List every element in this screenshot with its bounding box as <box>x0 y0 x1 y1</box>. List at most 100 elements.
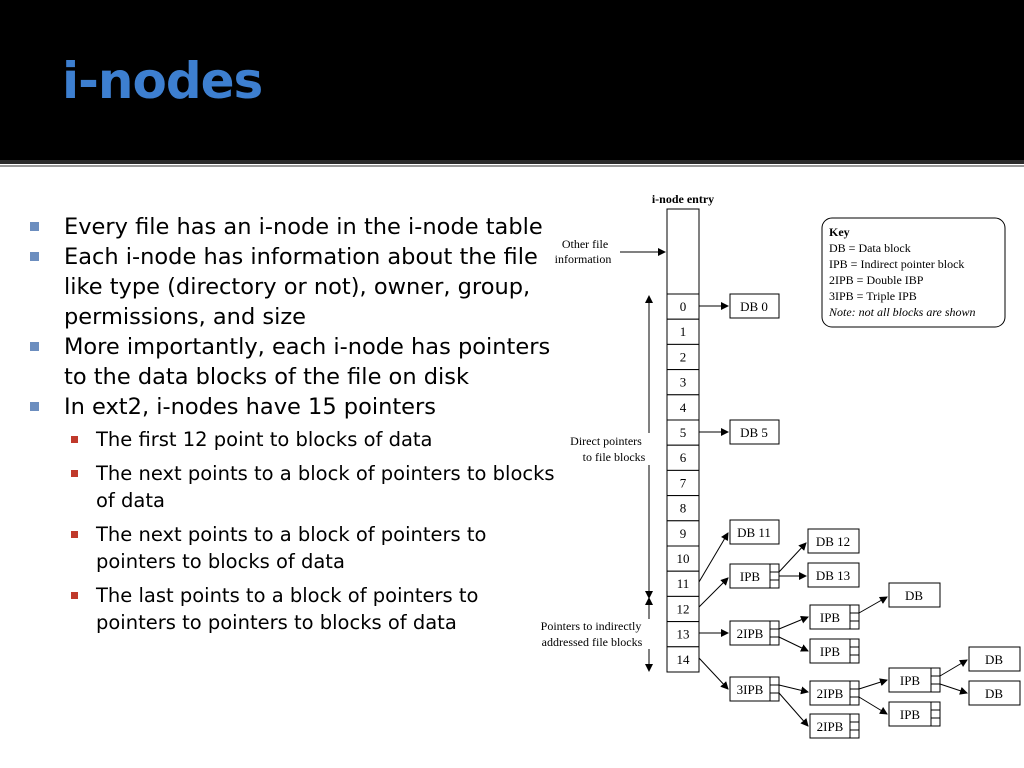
sub-bullet-marker <box>71 436 78 443</box>
inode-slot-label: 13 <box>677 627 690 642</box>
other-info-label-2: information <box>555 252 612 266</box>
inode-slot-label: 0 <box>680 299 687 314</box>
block-db0: DB 0 <box>729 293 780 319</box>
title-divider <box>0 160 1024 164</box>
block-label: DB <box>905 588 923 603</box>
title-bar <box>0 0 1024 160</box>
inode-slot <box>666 469 700 497</box>
inode-slot-label: 6 <box>680 450 687 465</box>
block-2ipb: 2IPB <box>809 680 860 706</box>
block-db: DB <box>888 582 941 608</box>
block-label: IPB <box>820 644 841 659</box>
bullet-text: In ext2, i-nodes have 15 pointers <box>64 394 436 420</box>
block-label: DB 5 <box>740 425 768 440</box>
block-ipb: IPB <box>888 667 941 693</box>
inode-entry-title: i-node entry <box>652 192 714 206</box>
sub-bullet-marker <box>71 531 78 538</box>
block-ipb: IPB <box>729 563 780 589</box>
inode-slot <box>666 621 700 648</box>
other-info-label-1: Other file <box>562 237 608 251</box>
key-note: Note: not all blocks are shown <box>828 305 976 319</box>
block-label: IPB <box>820 610 841 625</box>
block-db13: DB 13 <box>807 562 860 588</box>
block-db: DB <box>968 680 1021 706</box>
inode-slot-label: 5 <box>680 425 687 440</box>
bullet-marker <box>30 402 39 411</box>
sub-bullet-text: The next points to a block of pointers t… <box>96 462 555 512</box>
inode-slot-label: 7 <box>680 475 687 490</box>
indirect-label-bg <box>528 619 654 649</box>
sub-bullet-text: The next points to a block of pointers t… <box>96 523 487 573</box>
sub-bullet-item: The next points to a block of pointers t… <box>30 460 560 514</box>
inode-slot-label: 11 <box>677 576 690 591</box>
inode-slot <box>666 293 700 320</box>
inode-slot <box>666 545 700 572</box>
inode-slot <box>666 646 700 673</box>
direct-label-1: Direct pointers <box>570 434 642 448</box>
inode-slot-label: 3 <box>680 375 687 390</box>
pointer-arrows <box>698 302 968 727</box>
block-label: 2IPB <box>817 719 844 734</box>
bullet-marker <box>30 222 39 231</box>
bullet-text: Every file has an i-node in the i-node t… <box>64 214 543 240</box>
key-line: IPB = Indirect pointer block <box>829 257 964 271</box>
sub-bullet-item: The first 12 point to blocks of data <box>30 426 560 453</box>
inode-slot-label: 14 <box>677 652 691 667</box>
key-line: 2IPB = Double IBP <box>829 273 924 287</box>
key-line: 3IPB = Triple IPB <box>829 289 917 303</box>
bullet-item: Every file has an i-node in the i-node t… <box>30 212 560 242</box>
inode-slot-label: 1 <box>680 324 687 339</box>
block-2ipb: 2IPB <box>809 713 860 739</box>
block-label: DB 13 <box>816 568 850 583</box>
bullet-text: Each i-node has information about the fi… <box>64 244 538 330</box>
inode-slot <box>666 495 700 522</box>
bullet-item: More importantly, each i-node has pointe… <box>30 332 560 392</box>
inode-slot-label: 10 <box>677 551 690 566</box>
inode-slot-label: 9 <box>680 526 687 541</box>
bullet-item: In ext2, i-nodes have 15 pointers <box>30 392 560 422</box>
inode-slot-label: 4 <box>680 400 687 415</box>
block-ipb: IPB <box>809 638 860 664</box>
block-label: DB 12 <box>816 534 850 549</box>
block-label: IPB <box>900 673 921 688</box>
block-label: IPB <box>900 707 921 722</box>
sub-bullet-marker <box>71 470 78 477</box>
slide-title: i-nodes <box>62 52 263 110</box>
bullet-list: Every file has an i-node in the i-node t… <box>30 212 560 643</box>
inode-slot <box>666 318 700 345</box>
block-ipb: IPB <box>809 604 860 630</box>
indirect-label-2: addressed file blocks <box>542 635 643 649</box>
block-label: 2IPB <box>737 626 764 641</box>
block-label: 3IPB <box>737 682 764 697</box>
sub-bullet-text: The first 12 point to blocks of data <box>96 428 433 451</box>
block-db11: DB 11 <box>729 519 780 545</box>
sub-bullet-item: The next points to a block of pointers t… <box>30 521 560 575</box>
inode-slot <box>666 419 700 446</box>
bullet-marker <box>30 342 39 351</box>
block-db12: DB 12 <box>807 528 860 554</box>
inode-slot <box>666 595 700 623</box>
indirect-label-1: Pointers to indirectly <box>541 619 642 633</box>
inode-slot-label: 2 <box>680 349 687 364</box>
sub-bullet-group: The first 12 point to blocks of data The… <box>30 426 560 636</box>
bullet-text: More importantly, each i-node has pointe… <box>64 334 551 390</box>
bullet-item: Each i-node has information about the fi… <box>30 242 560 332</box>
block-label: DB <box>985 686 1003 701</box>
bullet-marker <box>30 252 39 261</box>
block-label: DB 0 <box>740 299 768 314</box>
direct-label-2: to file blocks <box>583 450 646 464</box>
block-ipb: IPB <box>888 701 941 727</box>
sub-bullet-list: The first 12 point to blocks of data The… <box>30 426 560 636</box>
inode-slot <box>666 444 700 471</box>
block-3ipb: 3IPB <box>729 676 780 702</box>
key-box <box>821 217 1006 328</box>
sub-bullet-item: The last points to a block of pointers t… <box>30 582 560 636</box>
block-label: DB <box>985 652 1003 667</box>
block-label: DB 11 <box>737 525 771 540</box>
inode-slot-label: 12 <box>677 601 690 616</box>
block-db: DB <box>968 646 1021 672</box>
inode-slot <box>666 570 700 597</box>
sub-bullet-text: The last points to a block of pointers t… <box>96 584 479 634</box>
